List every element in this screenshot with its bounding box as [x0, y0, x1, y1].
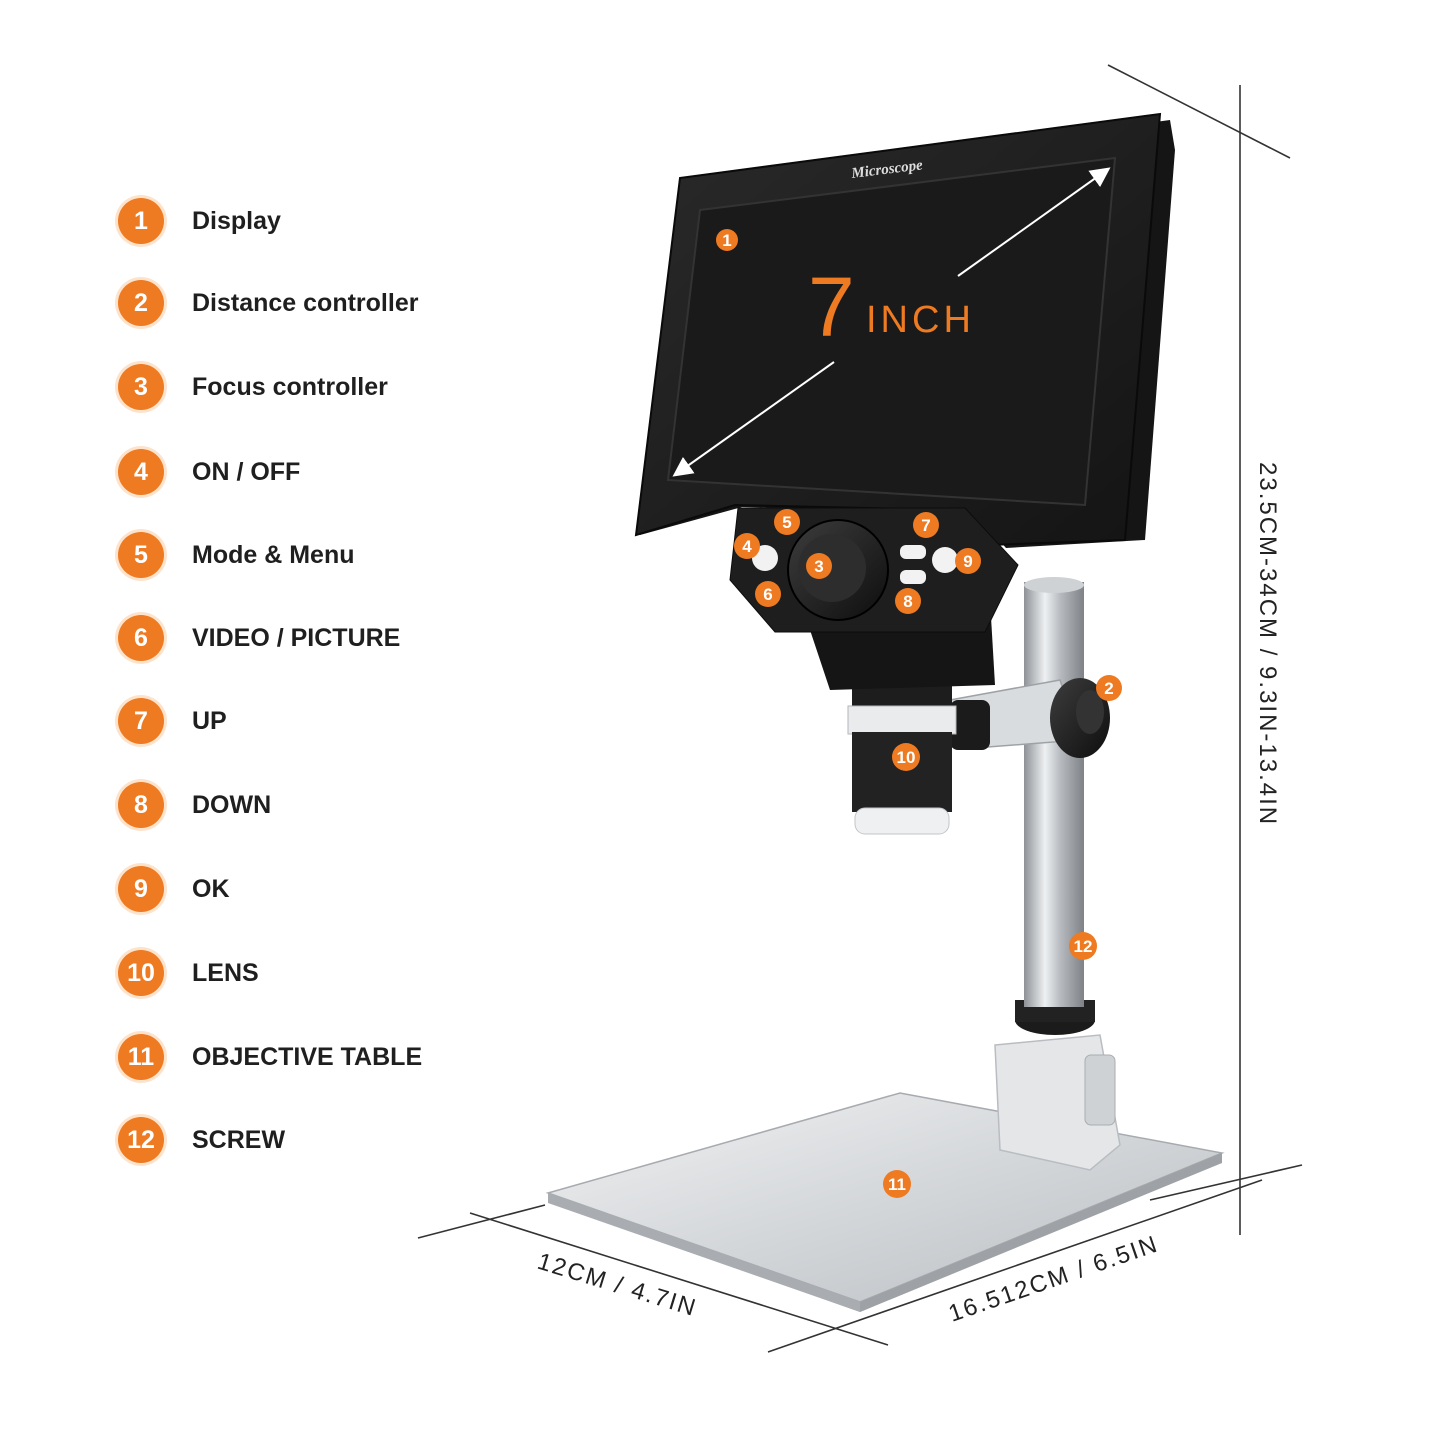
legend-label: OK [192, 875, 230, 903]
depth-dimension-line [469, 1212, 889, 1346]
screen-diagonal-arrow-upper [957, 167, 1111, 277]
monitor: 7 INCH Microscope [634, 112, 1175, 548]
svg-text:6: 6 [763, 585, 772, 604]
callout-5: 5 [774, 509, 800, 535]
legend-label: Distance controller [192, 289, 419, 317]
legend-label: Display [192, 207, 281, 235]
up-button [900, 545, 926, 559]
height-dimension-label: 23.5CM-34CM / 9.3IN-13.4IN [1254, 462, 1281, 826]
legend-number-badge: 3 [118, 364, 164, 410]
arm-bracket [948, 679, 1082, 750]
legend-number-badge: 4 [118, 449, 164, 495]
callout-8: 8 [895, 588, 921, 614]
legend-number-badge: 6 [118, 615, 164, 661]
legend-number-badge: 8 [118, 782, 164, 828]
legend-label: Focus controller [192, 373, 388, 401]
svg-text:10: 10 [897, 748, 916, 767]
legend-number-badge: 11 [118, 1034, 164, 1080]
legend-item-objective-table: 11 OBJECTIVE TABLE [118, 1034, 538, 1080]
legend-item-screw: 12 SCREW [118, 1117, 538, 1163]
screen-diagonal-arrow-lower [672, 361, 835, 477]
pillar-cap [1024, 577, 1084, 593]
legend-label: Mode & Menu [192, 541, 355, 569]
callout-7: 7 [913, 512, 939, 538]
svg-text:4: 4 [742, 537, 752, 556]
left-extension-line [417, 1204, 546, 1239]
legend-label: OBJECTIVE TABLE [192, 1043, 423, 1071]
legend-item-video-picture: 6 VIDEO / PICTURE [118, 615, 538, 661]
width-dimension-line [767, 1179, 1263, 1353]
screen-size-number: 7 [808, 260, 855, 354]
control-panel [729, 507, 1019, 633]
dimension-lines [417, 64, 1303, 1353]
down-button [900, 570, 926, 584]
callout-9: 9 [955, 548, 981, 574]
bottom-extension-line [1149, 1164, 1303, 1201]
svg-text:5: 5 [782, 513, 791, 532]
callouts: 1 2 3 4 5 6 7 8 9 10 11 12 [716, 229, 1122, 1198]
legend-number-badge: 2 [118, 280, 164, 326]
svg-text:3: 3 [814, 557, 823, 576]
svg-text:2: 2 [1104, 679, 1113, 698]
callout-3: 3 [806, 553, 832, 579]
legend-item-on-off: 4 ON / OFF [118, 449, 538, 495]
top-extension-line [1107, 64, 1291, 159]
ok-button [932, 547, 958, 573]
legend-number-badge: 9 [118, 866, 164, 912]
screen-size-unit: INCH [866, 299, 975, 341]
legend-label: LENS [192, 959, 259, 987]
svg-text:12: 12 [1074, 937, 1093, 956]
legend-number-badge: 5 [118, 532, 164, 578]
legend-label: VIDEO / PICTURE [192, 624, 401, 652]
legend-item-down: 8 DOWN [118, 782, 538, 828]
legend-number-badge: 12 [118, 1117, 164, 1163]
legend-item-distance-controller: 2 Distance controller [118, 280, 538, 326]
pillar-clamp [994, 1000, 1121, 1171]
svg-text:9: 9 [963, 552, 972, 571]
legend-item-lens: 10 LENS [118, 950, 538, 996]
distance-knob [1050, 678, 1110, 758]
legend-label: DOWN [192, 791, 272, 819]
legend-number-badge: 1 [118, 198, 164, 244]
svg-text:8: 8 [903, 592, 912, 611]
legend-number-badge: 10 [118, 950, 164, 996]
callout-10: 10 [892, 743, 920, 771]
legend-label: SCREW [192, 1126, 286, 1154]
svg-text:7: 7 [921, 516, 930, 535]
objective-table [545, 1092, 1225, 1312]
svg-text:1: 1 [722, 231, 731, 250]
legend-item-mode-menu: 5 Mode & Menu [118, 532, 538, 578]
legend-item-up: 7 UP [118, 698, 538, 744]
callout-4: 4 [734, 533, 760, 559]
legend-item-focus-controller: 3 Focus controller [118, 364, 538, 410]
callout-11: 11 [883, 1170, 911, 1198]
legend-label: UP [192, 707, 227, 735]
callout-6: 6 [755, 581, 781, 607]
callout-12: 12 [1069, 932, 1097, 960]
callout-1: 1 [716, 229, 738, 251]
legend-item-display: 1 Display [118, 198, 538, 244]
legend-number-badge: 7 [118, 698, 164, 744]
legend-item-ok: 9 OK [118, 866, 538, 912]
legend-label: ON / OFF [192, 458, 301, 486]
callout-2: 2 [1096, 675, 1122, 701]
svg-text:11: 11 [888, 1175, 906, 1194]
